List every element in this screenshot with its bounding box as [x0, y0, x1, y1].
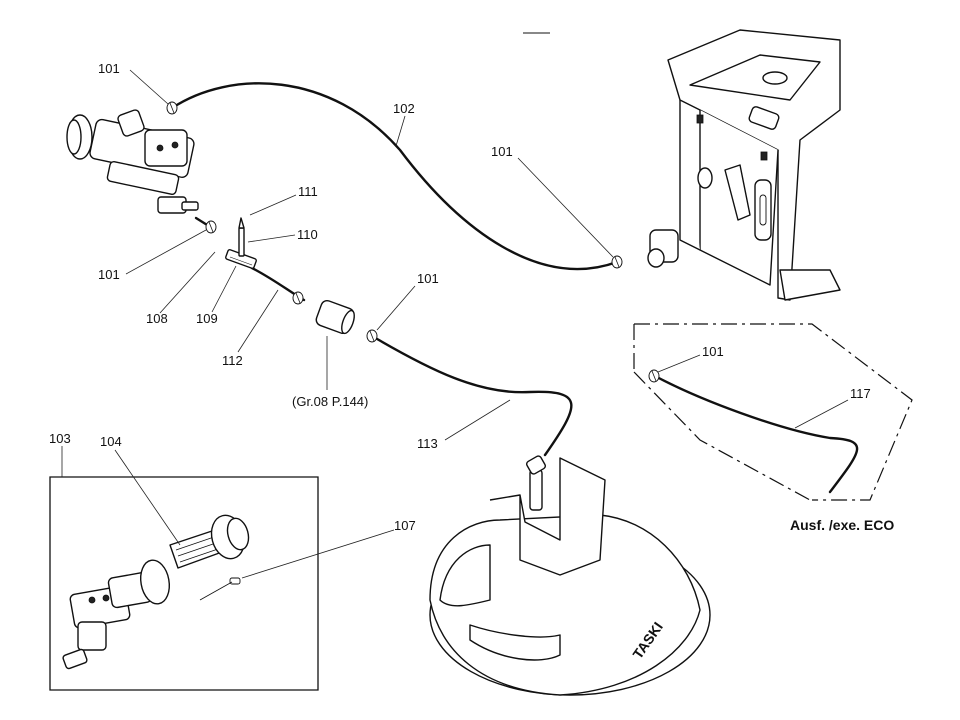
t-connector [225, 217, 257, 269]
label-101-left: 101 [98, 267, 120, 282]
label-110: 110 [297, 227, 318, 242]
clamp-101-mid [366, 329, 378, 343]
label-101-mid: 101 [417, 271, 439, 286]
hose-113 [370, 334, 573, 457]
clamp-101-right [611, 255, 623, 269]
inset-frame-103 [49, 476, 319, 691]
label-117: 117 [850, 386, 871, 401]
label-103: 103 [49, 431, 71, 446]
label-111: 111 [298, 184, 318, 199]
inline-filter [315, 299, 355, 335]
label-107: 107 [394, 518, 416, 533]
eco-frame [633, 323, 913, 501]
label-101-top: 101 [98, 61, 120, 76]
label-104: 104 [100, 434, 122, 449]
label-101-right: 101 [491, 144, 513, 159]
clamp-101-small [292, 291, 304, 305]
brush-deck: TASKI [429, 455, 711, 696]
label-reference: (Gr.08 P.144) [292, 394, 368, 409]
inset-filter-104 [169, 514, 250, 569]
hose-117 [653, 374, 859, 494]
label-108: 108 [146, 311, 168, 326]
label-101-eco: 101 [702, 344, 724, 359]
valve-assembly [66, 109, 199, 214]
hose-102 [170, 82, 619, 271]
label-112: 112 [222, 353, 243, 368]
label-109: 109 [196, 311, 218, 326]
label-102: 102 [393, 101, 415, 116]
clamp-101-eco [648, 369, 660, 383]
clamp-101-left [205, 220, 217, 234]
machine-body [647, 29, 841, 301]
clamp-101-top [166, 101, 178, 115]
label-eco-version: Ausf. /exe. ECO [790, 517, 894, 533]
label-113: 113 [417, 436, 438, 451]
inset-valve-assembly [62, 559, 171, 670]
leader-lines [61, 69, 849, 579]
inset-screw-107 [199, 577, 241, 601]
